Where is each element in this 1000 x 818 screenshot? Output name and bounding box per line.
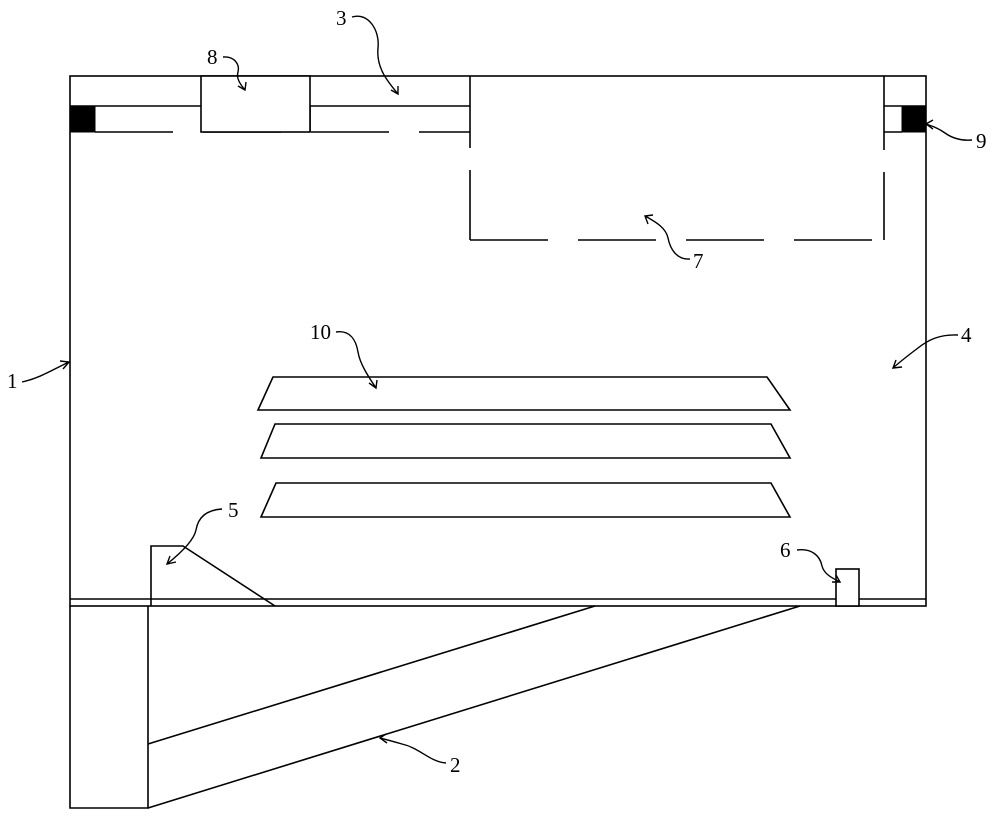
leader-7 [644,215,691,260]
label-5: 5 [228,498,239,522]
leader-7-arrow [644,214,654,225]
leader-2-arrow [378,733,388,744]
leader-3-arrow [390,86,399,96]
leader-5 [166,508,223,565]
leader-1 [21,361,70,383]
label-7: 7 [693,249,704,273]
label-6: 6 [780,538,791,562]
bracket-2-upper-brace [147,605,596,745]
bracket-2-lower-brace [147,605,801,809]
bracket-2-post [69,606,149,809]
label-9: 9 [976,129,987,153]
leader-6-arrow [832,574,842,583]
block-8 [200,75,311,133]
leader-4 [892,334,959,369]
leader-10 [335,331,377,389]
block-6 [835,568,860,607]
cabinet-body [69,75,927,607]
leader-1-arrow [59,360,71,370]
label-8: 8 [207,45,218,69]
leader-4-arrow [891,359,903,369]
leader-6 [796,549,841,583]
end-block-right-9 [901,105,927,133]
leader-8 [222,56,246,91]
shelf-10-middle [259,423,792,459]
leader-10-arrow [368,379,378,390]
label-2: 2 [450,753,461,777]
label-3: 3 [336,6,347,30]
shelf-10-bottom [259,482,792,518]
leader-9-arrow [924,119,934,130]
leader-3 [351,15,399,95]
label-4: 4 [961,323,972,347]
leader-9 [925,123,973,141]
label-1: 1 [7,369,18,393]
leader-2 [379,737,447,764]
leader-5-arrow [165,555,177,565]
block-5 [150,545,276,607]
label-10: 10 [310,320,331,344]
end-block-left [69,105,96,133]
leader-8-arrow [237,81,247,92]
shelf-10-top [256,376,792,411]
